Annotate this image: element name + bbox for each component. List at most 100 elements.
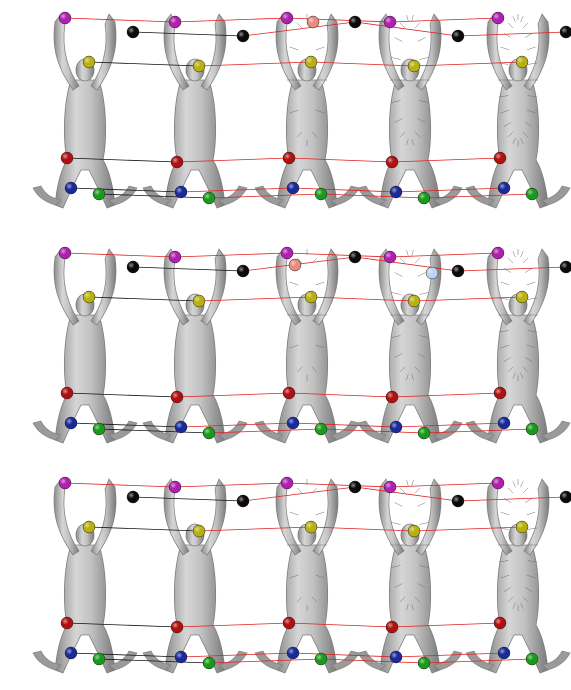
mesh-spike — [419, 57, 429, 60]
kneeling-figure — [142, 13, 248, 209]
figure-left-arm — [486, 248, 513, 326]
figure-left-shin — [465, 650, 495, 671]
mesh-spike — [512, 481, 516, 488]
black-joint-marker-shine — [127, 26, 139, 38]
green-joint-marker-shine — [203, 657, 215, 669]
figure-right-shin — [541, 420, 571, 441]
mesh-spike — [512, 372, 516, 379]
mesh-spike — [414, 366, 421, 373]
black-joint-marker-shine — [452, 495, 464, 507]
mesh-spike — [391, 100, 401, 103]
red-correspondence-line — [423, 658, 533, 664]
mesh-spike — [527, 330, 538, 333]
light-blue-joint-marker-shine — [426, 267, 438, 279]
black-joint-marker-shine — [237, 30, 249, 42]
mesh-spike — [394, 118, 403, 123]
red-correspondence-line — [176, 392, 290, 398]
blue-joint-marker-shine — [65, 182, 77, 194]
dark-red-joint-marker-shine — [386, 156, 398, 168]
figure-right-shin — [218, 185, 248, 206]
black-correspondence-line — [70, 187, 182, 193]
green-joint-marker-shine — [418, 192, 430, 204]
figure-left-shin — [32, 420, 62, 441]
kneeling-figure — [357, 248, 463, 444]
kneeling-figure — [465, 248, 571, 444]
mesh-spike — [417, 272, 426, 277]
dark-red-joint-marker-shine — [171, 156, 183, 168]
red-correspondence-line — [310, 61, 415, 67]
figure-left-arm — [275, 478, 302, 556]
red-correspondence-line — [176, 157, 290, 163]
mesh-spike — [500, 46, 510, 51]
mesh-spike — [526, 574, 536, 579]
green-joint-marker-shine — [93, 423, 105, 435]
mesh-spike — [296, 131, 303, 138]
figure-left-arm — [53, 13, 80, 91]
dark-red-joint-marker-shine — [283, 152, 295, 164]
magenta-joint-marker-shine — [492, 477, 504, 489]
figure-body — [379, 79, 441, 209]
red-correspondence-line — [292, 652, 397, 658]
kneeling-figure — [142, 478, 248, 674]
mesh-spike — [520, 602, 524, 609]
green-joint-marker-shine — [315, 423, 327, 435]
mesh-spike — [512, 16, 516, 23]
yellow-joint-marker-shine — [408, 295, 420, 307]
figure-right-arm — [523, 478, 550, 556]
figure-left-shin — [32, 185, 62, 206]
black-joint-marker-shine — [349, 251, 361, 263]
figure-right-shin — [330, 185, 360, 206]
green-joint-marker-shine — [203, 192, 215, 204]
red-correspondence-line — [198, 296, 312, 302]
red-correspondence-line — [395, 652, 505, 658]
figure-left-shin — [32, 650, 62, 671]
mesh-spike — [315, 344, 325, 349]
kneeling-figure — [357, 478, 463, 674]
figure-body — [164, 79, 226, 209]
figure-right-arm — [200, 478, 227, 556]
mesh-spike — [289, 511, 299, 516]
dark-red-joint-marker-shine — [494, 387, 506, 399]
red-correspondence-line — [320, 428, 425, 434]
joint-markers-layer — [58, 11, 571, 670]
yellow-joint-marker-shine — [305, 56, 317, 68]
mesh-spike — [289, 344, 299, 349]
blue-joint-marker-shine — [390, 186, 402, 198]
red-correspondence-line — [423, 193, 533, 199]
mesh-spike — [507, 257, 514, 264]
kneeling-figure — [32, 478, 138, 674]
mesh-spike — [289, 281, 299, 286]
red-correspondence-line — [413, 526, 523, 532]
mesh-spike — [311, 131, 318, 138]
figure-right-shin — [433, 185, 463, 206]
yellow-joint-marker-shine — [193, 525, 205, 537]
mesh-spike — [498, 330, 509, 333]
blue-joint-marker-shine — [287, 647, 299, 659]
magenta-joint-marker-shine — [281, 12, 293, 24]
kneeling-figure — [32, 248, 138, 444]
red-correspondence-line — [457, 496, 567, 502]
mesh-spike — [391, 292, 401, 295]
black-correspondence-line — [88, 296, 200, 302]
blue-joint-marker-shine — [390, 651, 402, 663]
figure-right-arm — [415, 248, 442, 326]
red-correspondence-line — [413, 296, 523, 302]
magenta-joint-marker-shine — [384, 481, 396, 493]
green-joint-marker-shine — [93, 653, 105, 665]
black-correspondence-line — [70, 652, 182, 658]
magenta-joint-marker-shine — [281, 477, 293, 489]
mesh-spike — [296, 487, 303, 494]
mesh-spike — [399, 22, 406, 29]
yellow-joint-marker-shine — [408, 60, 420, 72]
figure-right-shin — [108, 185, 138, 206]
black-correspondence-line — [66, 157, 178, 163]
mesh-spike — [394, 502, 403, 507]
figure-right-shin — [433, 420, 463, 441]
mesh-spike — [419, 292, 429, 295]
mesh-spike — [414, 596, 421, 603]
mesh-spike — [394, 272, 403, 277]
figure-left-shin — [465, 185, 495, 206]
mesh-spike — [296, 257, 303, 264]
mesh-spike — [526, 46, 536, 51]
